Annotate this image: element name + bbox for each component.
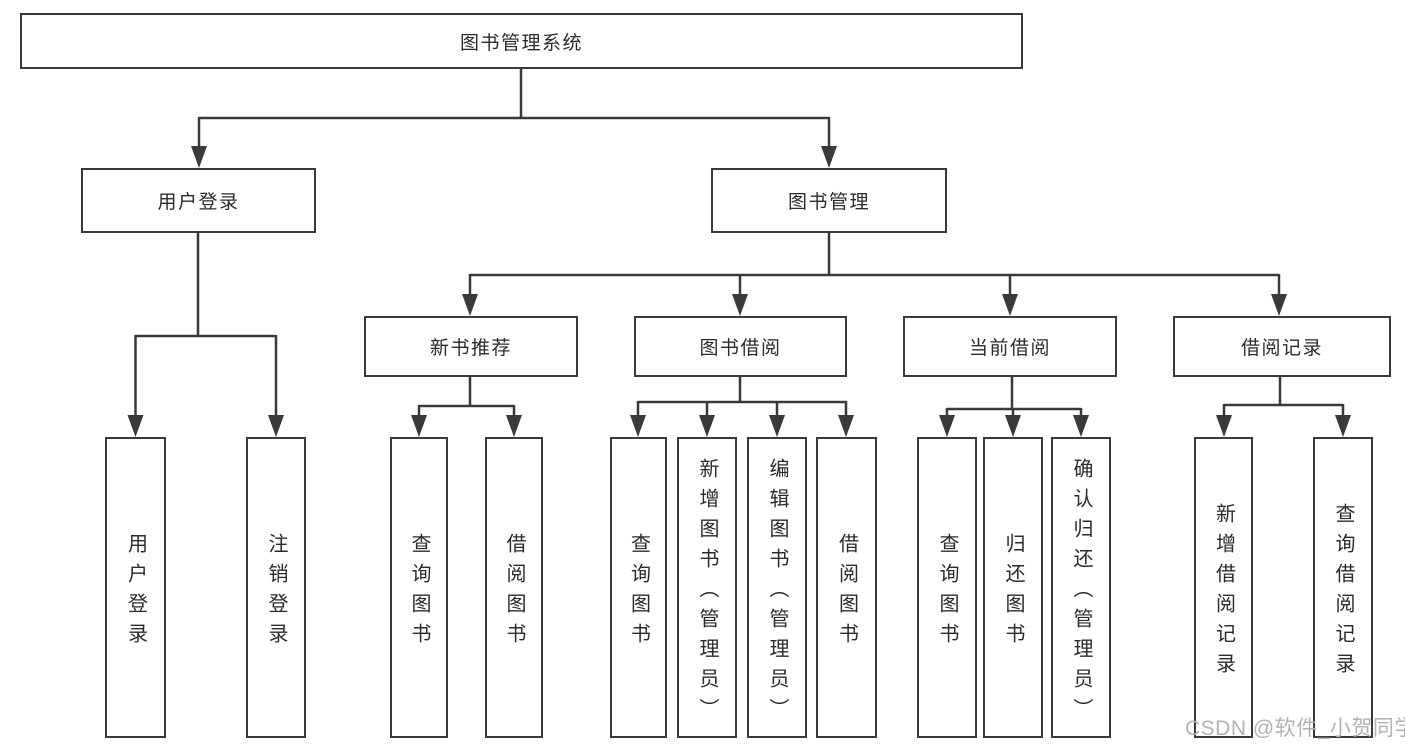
leaf-logout-login: 注销登录	[246, 437, 306, 738]
node-new-book-recommend: 新书推荐	[364, 316, 578, 377]
leaf-current-query-book-label: 查询图书	[936, 532, 958, 653]
leaf-records-add-record-label: 新增借阅记录	[1212, 502, 1235, 683]
leaf-current-return-book-label: 归还图书	[1002, 532, 1024, 653]
node-book-management: 图书管理	[711, 168, 947, 233]
node-book-management-label: 图书管理	[787, 192, 870, 213]
node-new-book-recommend-label: 新书推荐	[429, 338, 512, 359]
leaf-user-login: 用户登录	[105, 437, 166, 738]
leaf-recommend-borrow-book-label: 借阅图书	[503, 532, 525, 653]
node-current-borrowing: 当前借阅	[903, 316, 1117, 377]
leaf-current-return-book: 归还图书	[983, 437, 1043, 738]
leaf-current-query-book: 查询图书	[917, 437, 977, 738]
leaf-logout-login-label: 注销登录	[265, 532, 287, 653]
node-user-login-label: 用户登录	[157, 192, 240, 213]
leaf-recommend-borrow-book: 借阅图书	[485, 437, 543, 738]
node-book-borrowing-label: 图书借阅	[699, 338, 782, 359]
leaf-borrowing-borrow-book-label: 借阅图书	[835, 532, 858, 653]
leaf-borrowing-borrow-book: 借阅图书	[816, 437, 877, 738]
leaf-current-confirm-return-admin: 确认归还（管理员）	[1051, 437, 1111, 738]
leaf-borrowing-edit-book-admin: 编辑图书（管理员）	[747, 437, 807, 738]
leaf-records-add-record: 新增借阅记录	[1194, 437, 1253, 738]
leaf-borrowing-add-book-admin-label: 新增图书（管理员）	[696, 457, 718, 728]
node-current-borrowing-label: 当前借阅	[968, 338, 1051, 359]
node-root-label: 图书管理系统	[459, 32, 583, 54]
node-user-login: 用户登录	[81, 168, 316, 233]
leaf-borrowing-add-book-admin: 新增图书（管理员）	[677, 437, 737, 738]
leaf-borrowing-query-book: 查询图书	[610, 437, 667, 738]
leaf-records-query-record-label: 查询借阅记录	[1332, 502, 1354, 683]
leaf-borrowing-query-book-label: 查询图书	[627, 532, 650, 653]
node-borrowing-records: 借阅记录	[1173, 316, 1391, 377]
leaf-user-login-label: 用户登录	[124, 532, 147, 653]
node-root: 图书管理系统	[20, 13, 1023, 69]
leaf-borrowing-edit-book-admin-label: 编辑图书（管理员）	[766, 457, 788, 728]
leaf-recommend-query-book: 查询图书	[390, 437, 448, 738]
leaf-recommend-query-book-label: 查询图书	[408, 532, 430, 653]
node-book-borrowing: 图书借阅	[634, 316, 847, 377]
leaf-records-query-record: 查询借阅记录	[1313, 437, 1373, 738]
arrowheads	[127, 146, 1351, 437]
node-borrowing-records-label: 借阅记录	[1240, 338, 1323, 359]
leaf-current-confirm-return-admin-label: 确认归还（管理员）	[1070, 457, 1092, 728]
connector-paths	[134, 68, 1345, 421]
csdn-watermark: CSDN @软件_小贺同学	[1185, 717, 1405, 740]
